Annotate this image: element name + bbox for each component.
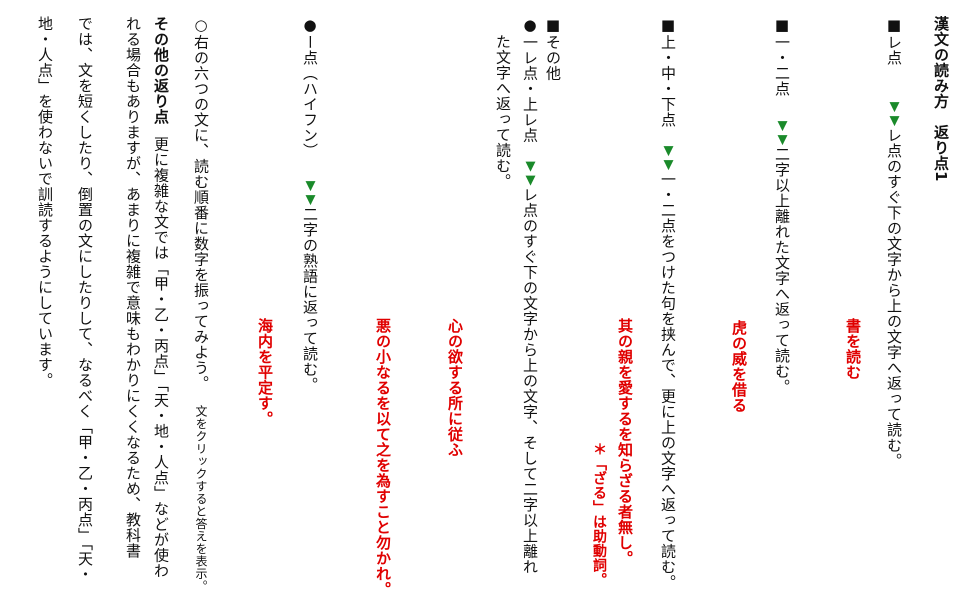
green-double-triangle-down-icon: ▼▼ [523,159,538,187]
jouge-ten-desc: 一・二点をつけた句を挟んで、更に上の文字へ返って読む。 [659,171,677,591]
hyphen-ten-desc: 二字の熟語に返って読む。 [301,206,319,393]
example-sentence-1[interactable]: 書を読む [844,318,862,380]
green-double-triangle-down-icon: ▼▼ [887,99,902,128]
ichini-ten-row: ■一・二点 ▼▼二字以上離れた文字へ返って読む。 [772,16,792,395]
more-text-4: 地・人点」を使わないで訓読するようにしています。 [36,16,54,388]
example-sentence-3[interactable]: 其の親を愛するを知らざる者無し。 [616,318,634,566]
ichire-ten-desc-2: た文字へ返って読む。 [494,34,512,189]
example-sentence-4[interactable]: 心の欲する所に従ふ [446,318,464,458]
green-double-triangle-down-icon: ▼▼ [303,178,318,207]
more-row-1: その他の返り点更に複雑な文では「甲・乙・丙点」「天・地・人点」などが使わ [151,16,170,579]
re-ten-row: ■レ点 ▼▼レ点のすぐ下の文字から上の文字へ返って読む。 [884,16,904,469]
example-sentence-6[interactable]: 海内を平定す。 [256,318,274,427]
re-ten-desc: レ点のすぐ下の文字から上の文字へ返って読む。 [885,127,903,469]
more-text-2: れる場合もありますが、あまりに複雑で意味もわかりにくくなるため、教科書 [124,16,142,559]
hyphen-ten-heading: ●ー点（ハイフン） [301,16,319,159]
more-heading: その他の返り点 [152,16,170,125]
hyphen-ten-row: ●ー点（ハイフン） ▼▼二字の熟語に返って読む。 [300,16,320,393]
ichire-ten-desc-1: レ点のすぐ下の文字から上の文字、そして二字以上離れ [521,187,539,575]
more-text-3: では、文を短くしたり、倒置の文にしたりして、なるべく「甲・乙・丙点」「天・ [76,16,94,582]
jouge-ten-heading: ■上・中・下点 [659,16,677,128]
ichini-ten-desc: 二字以上離れた文字へ返って読む。 [773,146,791,395]
ichini-ten-heading: ■一・二点 [773,16,791,97]
instruction-row: ○右の六つの文に、読む順番に数字を振ってみよう。文をクリックすると答えを表示。 [191,16,210,593]
click-note: 文をクリックすると答えを表示。 [194,405,208,593]
more-text-1: 更に複雑な文では「甲・乙・丙点」「天・地・人点」などが使わ [152,136,170,579]
ichire-ten-heading: ●一レ点・上レ点 [521,16,539,143]
instruction-text: ○右の六つの文に、読む順番に数字を振ってみよう。 [192,16,210,391]
jouge-ten-row: ■上・中・下点 ▼▼一・二点をつけた句を挟んで、更に上の文字へ返って読む。 [658,16,678,590]
green-double-triangle-down-icon: ▼▼ [661,143,676,172]
page-title: 漢文の読み方 返り点1 [932,16,950,182]
re-ten-heading: ■レ点 [885,16,903,66]
jouge-note: ＊「ざる」は助動詞。 [591,442,607,587]
other-heading: ■その他 [544,16,562,81]
green-double-triangle-down-icon: ▼▼ [775,118,790,147]
example-sentence-5[interactable]: 悪の小なるを以て之を為すこと勿かれ。 [374,318,392,597]
example-sentence-2[interactable]: 虎の威を借る [730,320,748,413]
ichire-ten-row: ●一レ点・上レ点 ▼▼レ点のすぐ下の文字から上の文字、そして二字以上離れ [520,16,540,575]
